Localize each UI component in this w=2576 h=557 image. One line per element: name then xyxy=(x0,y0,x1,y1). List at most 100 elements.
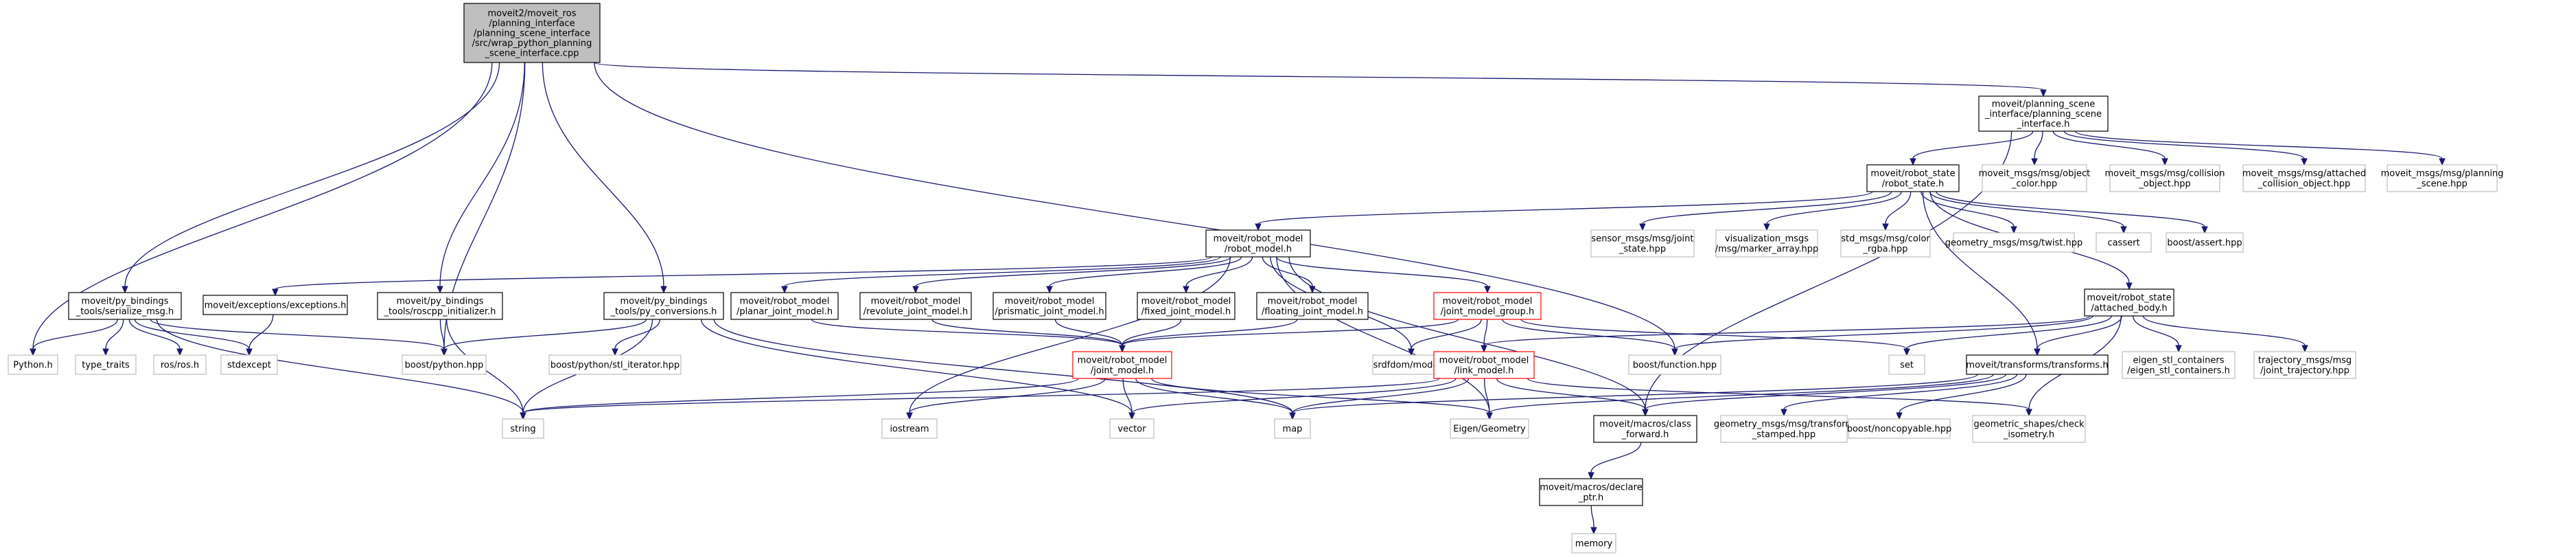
node-box xyxy=(1848,418,1951,439)
node-label-line: moveit/robot_model xyxy=(1268,297,1358,307)
edge-line xyxy=(2133,315,2179,346)
edge-robot_state-to-boost_assert xyxy=(1936,191,2208,234)
edge-arrowhead xyxy=(2034,348,2041,356)
node-joint-model[interactable]: moveit/robot_model/joint_model.h xyxy=(1072,351,1172,379)
node-serialize[interactable]: moveit/py_bindings_tools/serialize_msg.h xyxy=(68,292,182,320)
edge-line xyxy=(1483,319,1488,346)
edge-line xyxy=(1766,191,1902,225)
node-label-line: /msg/marker_array.hpp xyxy=(1715,244,1818,254)
node-label-line: _forward.h xyxy=(1621,429,1669,440)
edge-line xyxy=(32,62,493,350)
edge-psi-to-robot_state xyxy=(1910,130,2034,166)
node-label-line: eigen_stl_containers xyxy=(2133,356,2225,366)
node-fixed[interactable]: moveit/robot_model/fixed_joint_model.h xyxy=(1137,292,1235,320)
edge-arrowhead xyxy=(1408,348,1415,356)
node-ps-attached: moveit_msgs/msg/attached_collision_objec… xyxy=(2242,164,2366,192)
edge-line xyxy=(1185,256,1253,287)
edge-arrowhead xyxy=(2161,158,2168,166)
node-robot-state[interactable]: moveit/robot_state/robot_state.h xyxy=(1866,164,1960,192)
node-box xyxy=(1715,229,1818,258)
node-psi[interactable]: moveit/planning_scene_interface/planning… xyxy=(1978,95,2109,132)
node-label-line: boost/function.hpp xyxy=(1633,361,1717,371)
edge-line xyxy=(1590,442,1642,473)
node-class-fwd[interactable]: moveit/macros/class_forward.h xyxy=(1593,415,1697,443)
node-transforms[interactable]: moveit/transforms/transforms.h xyxy=(1966,354,2109,375)
edge-attached_body-to-transforms xyxy=(2034,315,2122,356)
edge-root-to-py_conv xyxy=(542,62,667,294)
edge-arrowhead xyxy=(2126,282,2133,291)
edge-line xyxy=(1921,191,2015,227)
edge-line xyxy=(1292,374,1978,413)
edge-robot_model-to-revolute xyxy=(912,256,1231,294)
edge-arrowhead xyxy=(2201,226,2208,234)
edge-line xyxy=(1496,378,1646,410)
node-geo-tf: geometry_msgs/msg/transform_stamped.hpp xyxy=(1714,415,1854,443)
edge-arrowhead xyxy=(2031,158,2038,166)
edge-line xyxy=(1922,191,2038,350)
edge-line xyxy=(124,62,500,287)
node-box xyxy=(1539,478,1643,506)
node-box xyxy=(502,418,544,439)
node-map: map xyxy=(1274,418,1311,439)
edge-arrowhead xyxy=(30,348,36,356)
node-declare-ptr[interactable]: moveit/macros/declare_ptr.h xyxy=(1539,478,1643,506)
edge-line xyxy=(909,256,1231,413)
edge-transforms-to-map xyxy=(1289,374,1978,420)
edge-line xyxy=(1483,378,1490,413)
node-root[interactable]: moveit2/moveit_ros/planning_interface/pl… xyxy=(463,3,601,63)
node-label-line: map xyxy=(1283,424,1303,435)
node-ps-obj-color: moveit_msgs/msg/object_color.hpp xyxy=(1979,164,2090,192)
node-box xyxy=(1571,533,1616,554)
node-label-line: moveit/macros/declare xyxy=(1540,483,1642,493)
edge-transforms-to-noncopyable xyxy=(1896,374,2027,420)
edge-line xyxy=(522,378,1440,413)
node-link-model[interactable]: moveit/robot_model/link_model.h xyxy=(1433,351,1535,379)
edge-arrowhead xyxy=(441,348,448,356)
node-box xyxy=(2084,288,2174,317)
nodes-layer: moveit2/moveit_ros/planning_interface/pl… xyxy=(8,3,2503,554)
edge-line xyxy=(909,378,1106,413)
edge-joint_model-to-iostream xyxy=(906,378,1106,420)
node-floating[interactable]: moveit/robot_model/floating_joint_model.… xyxy=(1256,292,1369,320)
node-label-line: /fixed_joint_model.h xyxy=(1141,306,1231,317)
node-box xyxy=(2242,164,2366,192)
node-box xyxy=(2109,164,2220,192)
node-label-line: /attached_body.h xyxy=(2091,303,2167,313)
node-exceptions[interactable]: moveit/exceptions/exceptions.h xyxy=(202,295,348,315)
edge-arrowhead xyxy=(2026,409,2032,417)
node-robot-model[interactable]: moveit/robot_model/robot_model.h xyxy=(1205,229,1311,258)
node-label-line: moveit/transforms/transforms.h xyxy=(1966,361,2108,371)
node-stdexcept: stdexcept xyxy=(220,354,278,375)
edge-declare_ptr-to-memory xyxy=(1590,505,1597,535)
node-label-line: moveit/macros/class xyxy=(1599,420,1691,430)
edge-arrowhead xyxy=(1882,223,1889,231)
node-box xyxy=(1205,229,1311,258)
edge-attached_body-to-traj_msgs xyxy=(2142,315,2308,353)
node-planar[interactable]: moveit/robot_model/planar_joint_model.h xyxy=(730,292,839,320)
node-ps-planning: moveit_msgs/msg/planning_scene.hpp xyxy=(2381,164,2503,192)
edge-transforms-to-eigen_geo xyxy=(1486,374,1994,420)
node-python-h: Python.h xyxy=(8,354,58,375)
node-py-conv[interactable]: moveit/py_bindings_tools/py_conversions.… xyxy=(603,292,724,320)
edge-arrowhead xyxy=(1128,412,1135,420)
node-attached-body[interactable]: moveit/robot_state/attached_body.h xyxy=(2084,288,2174,317)
edge-line xyxy=(1783,374,2018,410)
edge-line xyxy=(700,319,1133,413)
node-noncopyable: boost/noncopyable.hpp xyxy=(1847,418,1951,439)
node-label-line: moveit/robot_state xyxy=(2087,293,2171,304)
node-jmg[interactable]: moveit/robot_model/joint_model_group.h xyxy=(1433,292,1542,320)
node-box xyxy=(2096,232,2152,253)
node-string: string xyxy=(502,418,544,439)
node-box xyxy=(1953,232,2075,253)
node-revolute[interactable]: moveit/robot_model/revolute_joint_model.… xyxy=(859,292,972,320)
node-prismatic[interactable]: moveit/robot_model/prismatic_joint_model… xyxy=(993,292,1106,320)
edge-line xyxy=(915,256,1231,287)
edge-serialize-to-ros_h xyxy=(128,319,183,356)
node-roscpp-init[interactable]: moveit/py_bindings_tools/roscpp_initiali… xyxy=(377,292,503,320)
node-label-line: string xyxy=(510,424,535,435)
node-box xyxy=(2166,232,2244,253)
node-label-line: _stamped.hpp xyxy=(1752,429,1815,440)
node-box xyxy=(153,354,207,375)
node-box xyxy=(220,354,278,375)
